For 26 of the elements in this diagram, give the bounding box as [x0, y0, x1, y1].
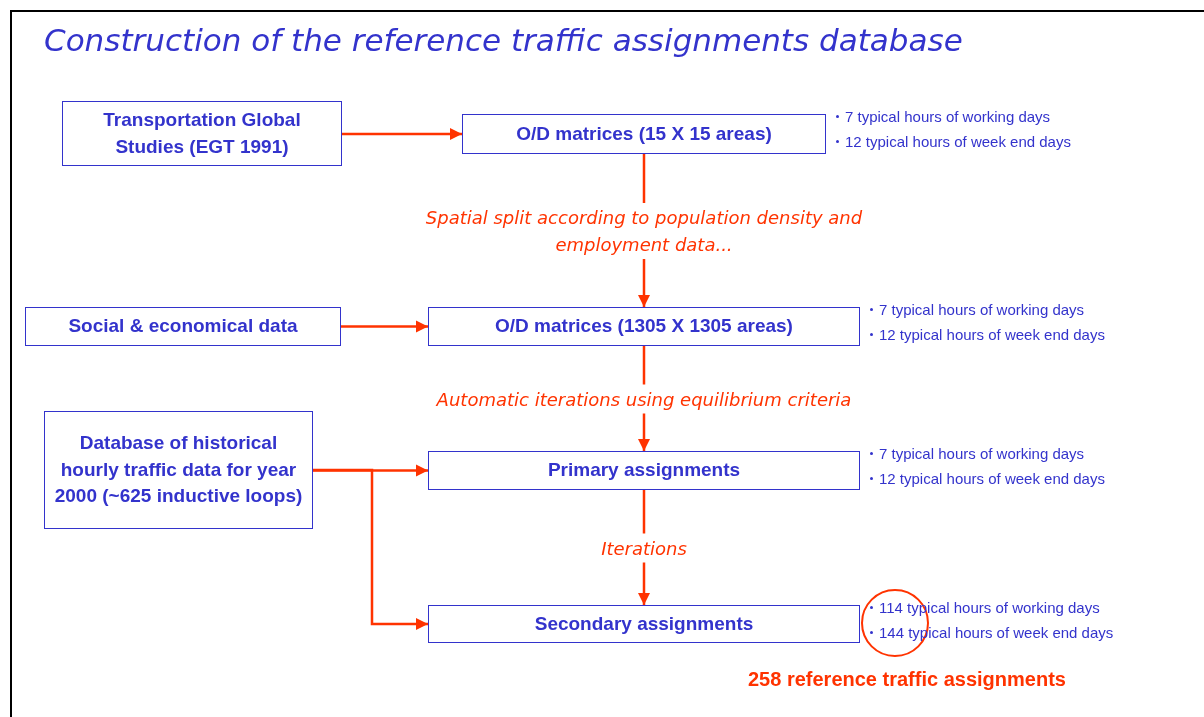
bullet-text: 12 typical hours of week end days [879, 470, 1105, 487]
process-box [462, 114, 826, 154]
bullet-text: 7 typical hours of working days [879, 445, 1085, 462]
bullet-text: 12 typical hours of week end days [879, 326, 1105, 343]
box-label: Database of historical hourly traffic data for year 2000 (~625 inductive loops) [53, 431, 304, 509]
arrow [313, 464, 428, 477]
bullet-text: 12 typical hours of week end days [845, 133, 1071, 150]
bullet-text: 7 typical hours of working days [879, 301, 1085, 318]
box-label: O/D matrices (1305 X 1305 areas) [495, 314, 793, 339]
arrow [342, 127, 462, 141]
process-box [44, 411, 313, 529]
box-label: Secondary assignments [534, 611, 754, 636]
process-box [62, 101, 342, 166]
process-box [428, 605, 860, 643]
box-label: O/D matrices (15 X 15 areas) [516, 121, 772, 146]
box-label: Social & economical data [68, 314, 298, 339]
arrow [313, 468, 428, 631]
box-label: Primary assignments [547, 458, 741, 483]
process-box [428, 451, 860, 490]
arrow [341, 320, 428, 333]
process-box [25, 307, 341, 346]
summary-note: 258 reference traffic assignments [748, 668, 1066, 691]
process-box [428, 307, 860, 346]
slide-title: Construction of the reference traffic assignments database [44, 22, 963, 58]
bullet-text: 7 typical hours of working days [845, 108, 1051, 125]
box-label: Transportation Global Studies (EGT 1991) [102, 107, 302, 159]
